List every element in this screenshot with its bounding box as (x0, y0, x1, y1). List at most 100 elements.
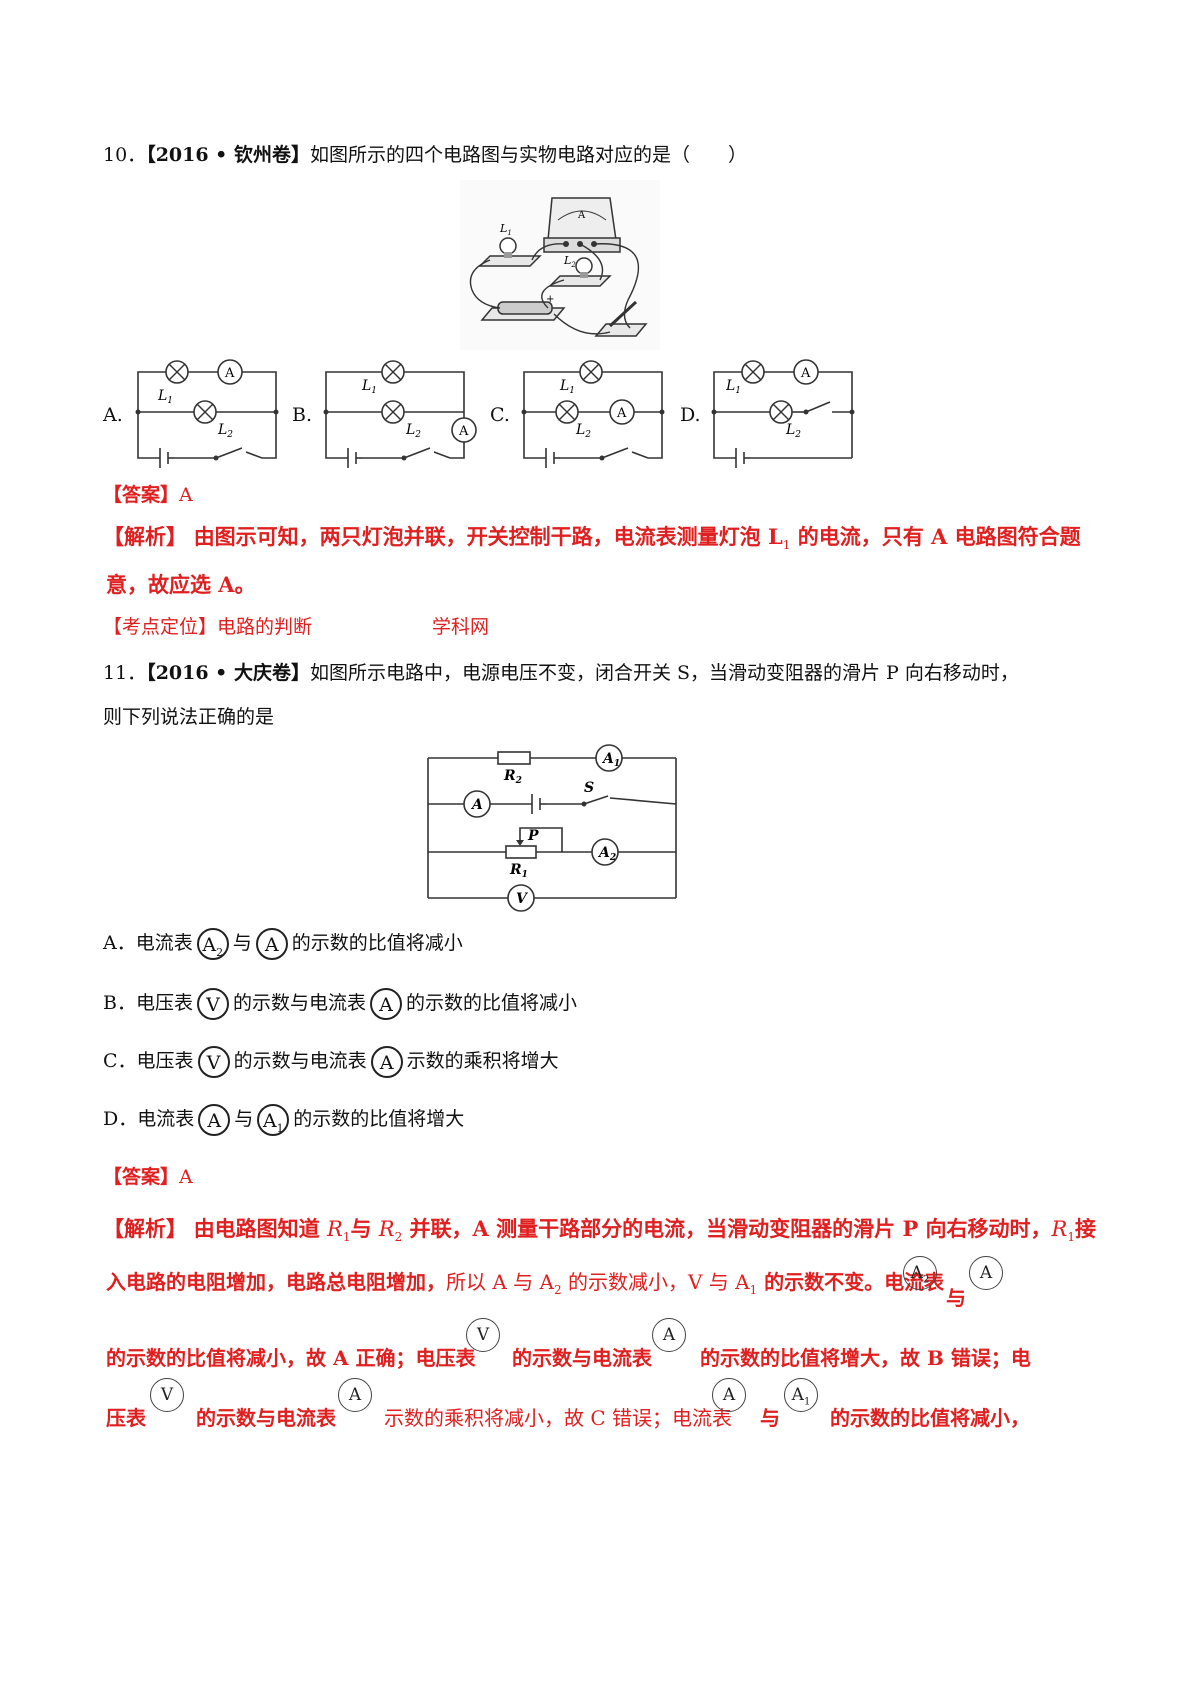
svg-text:L1: L1 (157, 388, 173, 406)
c11-slider-label: P (527, 828, 539, 844)
q10-answer: 【答案】A (103, 484, 193, 507)
q10-analysis-line1: 【解析】 由图示可知，两只灯泡并联，开关控制干路，电流表测量灯泡 L1 的电流，… (103, 524, 1081, 553)
q10-number: 10． (103, 144, 147, 166)
svg-text:L2: L2 (785, 422, 801, 440)
q10-analysis-label: 【解析】 (103, 524, 187, 549)
c11-voltmeter-label: V (516, 891, 529, 907)
q11-answer-label: 【答案】 (103, 1166, 180, 1188)
circuit-c-ammeter-label: A (616, 406, 627, 421)
q11-option-b-t2: 的示数与电流表 (232, 992, 366, 1014)
q11-a2-t2: 所以 A 与 A (446, 1270, 554, 1294)
ammeter-a1-icon: A1 (257, 1104, 290, 1136)
svg-text:L1: L1 (361, 378, 377, 396)
q11-option-b-label: B． (103, 992, 136, 1014)
q11-a2-sub1: 2 (553, 1283, 562, 1297)
q11-option-c-label: C． (103, 1050, 137, 1072)
q11-a1-r3: R (1051, 1217, 1068, 1241)
ammeter-a-icon: A (338, 1378, 372, 1412)
ammeter-a-icon: A (969, 1256, 1003, 1290)
ammeter-a2-icon: A2 (196, 928, 229, 960)
ammeter-a-icon: A (198, 1104, 231, 1136)
q10-analysis-text-a: 由图示可知，两只灯泡并联，开关控制干路，电流表测量灯泡 L (193, 524, 783, 549)
svg-text:L1: L1 (559, 378, 575, 396)
q11-option-d-t1: 电流表 (137, 1108, 195, 1130)
c11-ammeter-a-label: A (470, 797, 483, 813)
q11-answer: 【答案】A (103, 1166, 193, 1189)
q11-a3-t2: 的示数与电流表 (512, 1346, 652, 1370)
q11-a1-t2: 与 (350, 1216, 379, 1241)
q11-a1-r3-sub: 1 (1067, 1230, 1075, 1245)
q10-circuit-c: A L1 L2 (521, 360, 665, 468)
q10-circuit-a: A L1 L2 (135, 359, 279, 468)
q10-option-c-label: C. (490, 404, 510, 426)
photo-meter-label: A (577, 210, 586, 221)
voltmeter-v-icon: V (196, 988, 229, 1020)
voltmeter-v-icon: V (466, 1318, 500, 1352)
q11-a2-t3: 的示数减小，V 与 A (561, 1270, 750, 1294)
watermark-text: 学科网 (432, 616, 490, 638)
q10-answer-value: A (179, 484, 193, 506)
q11-stem-line1: 11．【2016 • 大庆卷】如图所示电路中，电源电压不变，闭合开关 S，当滑动… (103, 662, 1019, 685)
svg-text:R2: R2 (503, 768, 522, 786)
q11-option-b-t1: 电压表 (135, 992, 193, 1014)
photo-ammeter: A (543, 197, 621, 253)
q11-analysis-line1: 【解析】 由电路图知道 R1与 R2 并联，A 测量干路部分的电流，当滑动变阻器… (103, 1216, 1096, 1245)
q11-a1-r1-sub: 1 (342, 1230, 351, 1245)
ammeter-a-icon: A (712, 1378, 746, 1412)
q10-stem: 如图所示的四个电路图与实物电路对应的是（ ） (309, 144, 747, 166)
ammeter-a1-icon: A1 (784, 1378, 818, 1412)
circuit-d-ammeter-label: A (800, 366, 811, 381)
q11-analysis-line2: 入电路的电阻增加，电路总电阻增加，所以 A 与 A2 的示数减小，V 与 A1 … (106, 1270, 944, 1297)
svg-text:L2: L2 (217, 422, 233, 440)
q11-a4-t1: 压表 (106, 1406, 146, 1430)
q10-physical-circuit-figure: A L1 L2 + (460, 180, 660, 350)
q10-kaodian: 【考点定位】电路的判断 (103, 616, 312, 639)
q11-option-c-t2: 的示数与电流表 (233, 1050, 367, 1072)
voltmeter-v-icon: V (197, 1046, 230, 1078)
q11-a2-sub2: 1 (749, 1283, 758, 1297)
q11-answer-value: A (179, 1166, 193, 1188)
q10-option-b-label: B. (292, 404, 313, 426)
q11-option-b-t3: 的示数的比值将减小 (406, 992, 578, 1014)
q10-stem-line: 10．【2016 • 钦州卷】如图所示的四个电路图与实物电路对应的是（ ） (103, 144, 747, 167)
q11-option-a-label: A． (103, 932, 136, 954)
q10-analysis-line2: 意，故应选 A。 (106, 572, 256, 597)
q11-option-a-t2: 与 (232, 932, 252, 954)
svg-text:L1: L1 (725, 378, 741, 396)
q11-a1-r2: R (378, 1217, 395, 1241)
photo-battery: + (480, 294, 566, 321)
q11-a4-t3: 示数的乘积将减小，故 C 错误；电流表 (384, 1406, 733, 1430)
q11-number: 11． (103, 662, 147, 684)
svg-text:R1: R1 (509, 862, 528, 880)
ammeter-a-icon: A (370, 988, 402, 1020)
circuit-b-ammeter-label: A (458, 424, 469, 439)
q11-option-c-t3: 示数的乘积将增大 (406, 1050, 559, 1072)
q10-analysis-sub: 1 (782, 538, 791, 553)
c11-switch-label: S (584, 780, 594, 796)
q10-option-d-label: D. (680, 404, 701, 426)
q11-a1-r2-sub: 2 (394, 1230, 403, 1245)
q11-a1-t1: 由电路图知道 (193, 1216, 327, 1241)
q11-a1-t3: 并联，A 测量干路部分的电流，当滑动变阻器的滑片 P 向右移动时， (402, 1216, 1052, 1241)
q11-a2-t1: 入电路的电阻增加，电路总电阻增加， (106, 1270, 446, 1294)
voltmeter-v-icon: V (150, 1378, 184, 1412)
q11-a2-t5: 与 (946, 1286, 966, 1310)
q11-a4-t2: 的示数与电流表 (196, 1406, 336, 1430)
svg-text:+: + (546, 294, 554, 305)
q11-option-c-t1: 电压表 (136, 1050, 194, 1072)
q11-option-a-t3: 的示数的比值将减小 (291, 932, 463, 954)
q11-option-a-t1: 电流表 (135, 932, 193, 954)
ammeter-a2-icon: A2 (903, 1256, 937, 1290)
q10-answer-label: 【答案】 (103, 484, 180, 506)
q11-option-d-label: D． (103, 1108, 138, 1130)
q10-kaodian-label: 【考点定位】 (103, 616, 218, 638)
q11-stem-line2: 则下列说法正确的是 (103, 706, 275, 728)
q11-a4-t5: 的示数的比值将减小， (830, 1406, 1030, 1430)
q10-circuit-d: A L1 L2 (711, 359, 855, 468)
q11-option-d-t2: 与 (234, 1108, 254, 1130)
svg-text:L2: L2 (575, 422, 591, 440)
q11-a1-r1: R (327, 1217, 343, 1241)
